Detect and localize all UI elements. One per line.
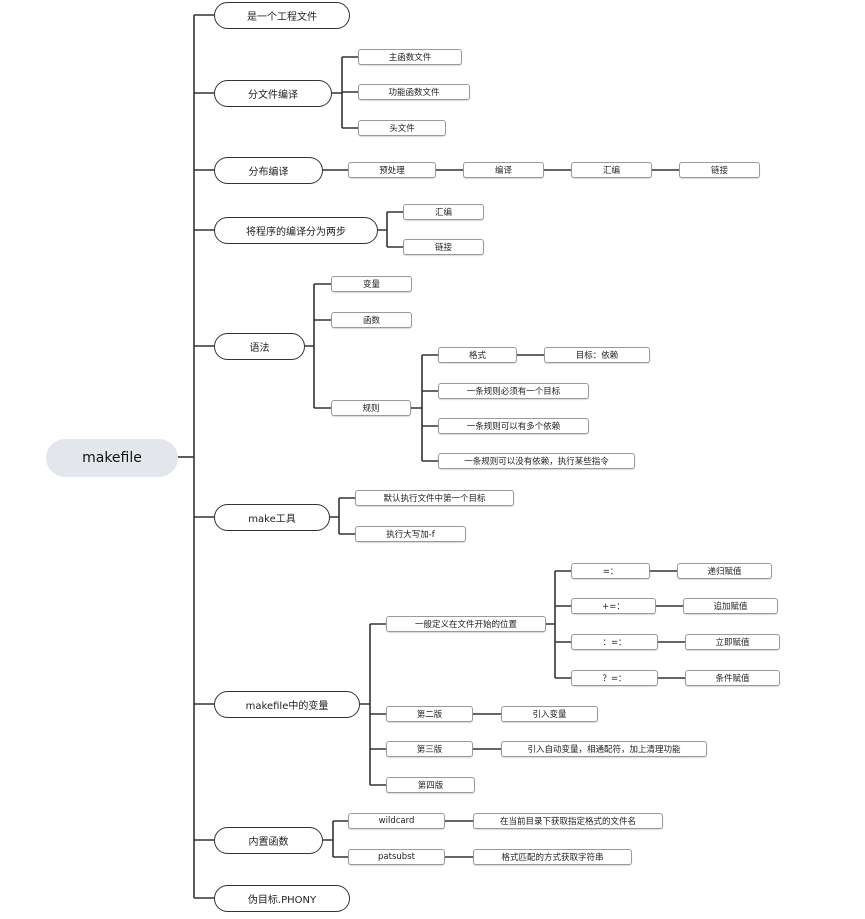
leaf-op-question-equal[interactable]: ？=：	[571, 670, 658, 686]
leaf-function[interactable]: 函数	[331, 312, 412, 328]
topic-make-tool[interactable]: make工具	[214, 504, 330, 531]
leaf-patsubst-desc[interactable]: 格式匹配的方式获取字符串	[473, 849, 632, 865]
leaf-recursive-assign[interactable]: 递归赋值	[677, 563, 772, 579]
topic-phony-target[interactable]: 伪目标.PHONY	[214, 885, 350, 912]
root-node-makefile[interactable]: makefile	[46, 439, 178, 477]
leaf-rule-must-target[interactable]: 一条规则必须有一个目标	[438, 383, 589, 399]
leaf-function-file[interactable]: 功能函数文件	[358, 84, 470, 100]
leaf-link[interactable]: 链接	[679, 162, 760, 178]
leaf-assemble-2[interactable]: 汇编	[403, 204, 484, 220]
leaf-rule-many-deps[interactable]: 一条规则可以有多个依赖	[438, 418, 589, 434]
leaf-version-3[interactable]: 第三版	[386, 741, 473, 757]
leaf-compile[interactable]: 编译	[463, 162, 544, 178]
leaf-op-colon-equal[interactable]: ：=：	[571, 634, 658, 650]
topic-step-compile[interactable]: 分布编译	[214, 157, 323, 184]
leaf-define-at-top[interactable]: 一般定义在文件开始的位置	[386, 616, 546, 632]
leaf-introduce-variables[interactable]: 引入变量	[501, 706, 598, 722]
topic-makefile-variables[interactable]: makefile中的变量	[214, 691, 360, 718]
leaf-op-equal[interactable]: =：	[571, 563, 650, 579]
leaf-variable[interactable]: 变量	[331, 276, 412, 292]
leaf-default-first-target[interactable]: 默认执行文件中第一个目标	[355, 490, 514, 506]
leaf-version-4[interactable]: 第四版	[386, 777, 475, 793]
leaf-main-function-file[interactable]: 主函数文件	[358, 49, 462, 65]
leaf-immediate-assign[interactable]: 立即赋值	[685, 634, 780, 650]
leaf-link-2[interactable]: 链接	[403, 239, 484, 255]
leaf-version-2[interactable]: 第二版	[386, 706, 473, 722]
leaf-rule-no-deps[interactable]: 一条规则可以没有依赖，执行某些指令	[438, 453, 635, 469]
leaf-wildcard-desc[interactable]: 在当前目录下获取指定格式的文件名	[473, 813, 663, 829]
leaf-op-plus-equal[interactable]: +=：	[571, 598, 656, 614]
leaf-header-file[interactable]: 头文件	[358, 120, 446, 136]
leaf-wildcard[interactable]: wildcard	[348, 813, 445, 829]
topic-builtin-functions[interactable]: 内置函数	[214, 827, 323, 854]
leaf-append-assign[interactable]: 追加赋值	[683, 598, 778, 614]
topic-syntax[interactable]: 语法	[214, 333, 305, 360]
leaf-auto-variables-clean[interactable]: 引入自动变量，相通配符，加上清理功能	[501, 741, 707, 757]
leaf-preprocess[interactable]: 预处理	[348, 162, 436, 178]
leaf-assemble[interactable]: 汇编	[571, 162, 652, 178]
leaf-rule[interactable]: 规则	[331, 400, 411, 416]
leaf-conditional-assign[interactable]: 条件赋值	[685, 670, 780, 686]
leaf-run-uppercase-f[interactable]: 执行大写加-f	[355, 526, 466, 542]
topic-project-file[interactable]: 是一个工程文件	[214, 2, 350, 29]
leaf-patsubst[interactable]: patsubst	[348, 849, 445, 865]
topic-split-files[interactable]: 分文件编译	[214, 80, 332, 107]
leaf-format[interactable]: 格式	[438, 347, 517, 363]
leaf-target-dependency[interactable]: 目标：依赖	[544, 347, 650, 363]
topic-two-steps[interactable]: 将程序的编译分为两步	[214, 217, 378, 244]
